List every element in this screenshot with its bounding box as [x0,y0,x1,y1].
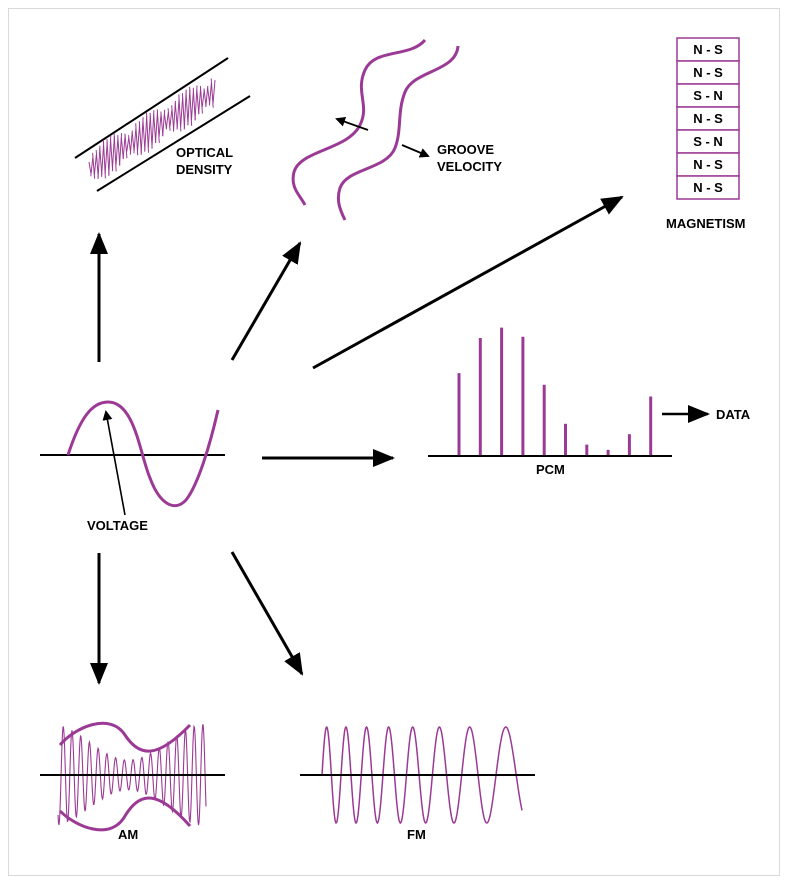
pcm-panel: PCM DATA [428,327,751,477]
optical-density-mark [131,132,135,152]
arrow-to-magnetism [312,195,624,370]
optical-density-mark [156,109,160,143]
arrow-to-groove [230,241,302,361]
optical-density-mark [176,98,180,130]
magnet-cell-label: N - S [693,65,723,80]
voltage-label: VOLTAGE [87,518,148,533]
optical-density-mark [165,112,169,129]
optical-density-mark [104,142,108,174]
groove-velocity-panel: GROOVE VELOCITY [291,38,502,221]
magnet-cell-label: N - S [693,157,723,172]
optical-density-mark [180,96,184,127]
voltage-waveform: VOLTAGE [40,400,225,533]
film-edge-bottom [96,95,251,192]
magnet-cell [676,175,740,200]
optical-density-mark [144,116,148,152]
optical-density-mark [199,85,203,114]
magnet-cell-label: N - S [693,180,723,195]
fm-label: FM [407,827,426,842]
magnetism-label: MAGNETISM [666,216,745,231]
am-envelope-top [58,721,192,753]
optical-density-mark [99,147,103,176]
optical-density-mark [113,133,117,172]
pcm-sample-bars [457,327,653,455]
optical-density-mark [190,90,194,121]
optical-density-mark [198,87,202,114]
optical-density-mark [154,111,158,144]
magnetism-panel: N - S N - S S - N N - S S - N N - S N - S MAGN… [666,37,745,231]
magnet-stack: N - S N - S S - N N - S S - N N - S N - S [676,37,740,200]
optical-density-mark [171,105,175,130]
pcm-label: PCM [536,462,565,477]
optical-density-panel: OPTICAL DENSITY [74,57,251,192]
optical-density-mark [167,108,171,131]
optical-density-mark [88,161,92,175]
optical-density-mark [208,82,212,106]
optical-density-marks [88,78,216,180]
voltage-pointer [102,410,126,516]
optical-density-mark [124,133,128,159]
data-label: DATA [716,407,751,422]
optical-density-mark [101,143,105,177]
groove-arrow-right [401,144,430,158]
fm-wave [321,725,523,825]
film-edge-top [74,57,229,159]
groove-wall-right [336,45,460,221]
optical-density-mark [90,157,94,177]
optical-density-mark [158,113,162,137]
optical-density-mark [201,90,205,108]
groove-arrow-left [335,116,369,131]
optical-density-mark [133,127,137,154]
arrow-to-fm [230,551,304,676]
am-label: AM [118,827,138,842]
fm-panel: FM [300,725,535,842]
optical-density-mark [93,154,97,175]
groove-label-line2: VELOCITY [437,159,502,174]
am-envelope-bottom [58,796,192,832]
optical-density-mark [138,121,142,154]
optical-density-mark [187,89,191,126]
magnet-cell-label: N - S [693,111,723,126]
optical-density-mark [147,115,151,148]
optical-density-mark [128,135,132,153]
optical-density-mark [137,125,141,152]
optical-label-line1: OPTICAL [176,145,233,160]
optical-density-mark [174,102,178,128]
optical-density-mark [169,109,173,128]
optical-density-mark [162,109,166,136]
optical-density-mark [122,135,126,159]
optical-density-mark [212,80,216,104]
optical-density-mark [126,137,130,152]
magnet-cell-label: S - N [693,88,723,103]
optical-density-mark [95,150,99,178]
am-panel: AM [40,721,225,842]
magnet-cell-label: N - S [693,42,723,57]
optical-density-mark [115,137,119,166]
diagram-frame [8,8,780,876]
groove-label-line1: GROOVE [437,142,494,157]
optical-density-mark [207,87,211,104]
optical-label-line2: DENSITY [176,162,233,177]
optical-density-mark [111,136,115,172]
groove-wall-left [291,38,427,206]
arrows [90,195,710,685]
voltage-sine-curve [66,400,220,507]
magnet-cell-label: S - N [693,134,723,149]
